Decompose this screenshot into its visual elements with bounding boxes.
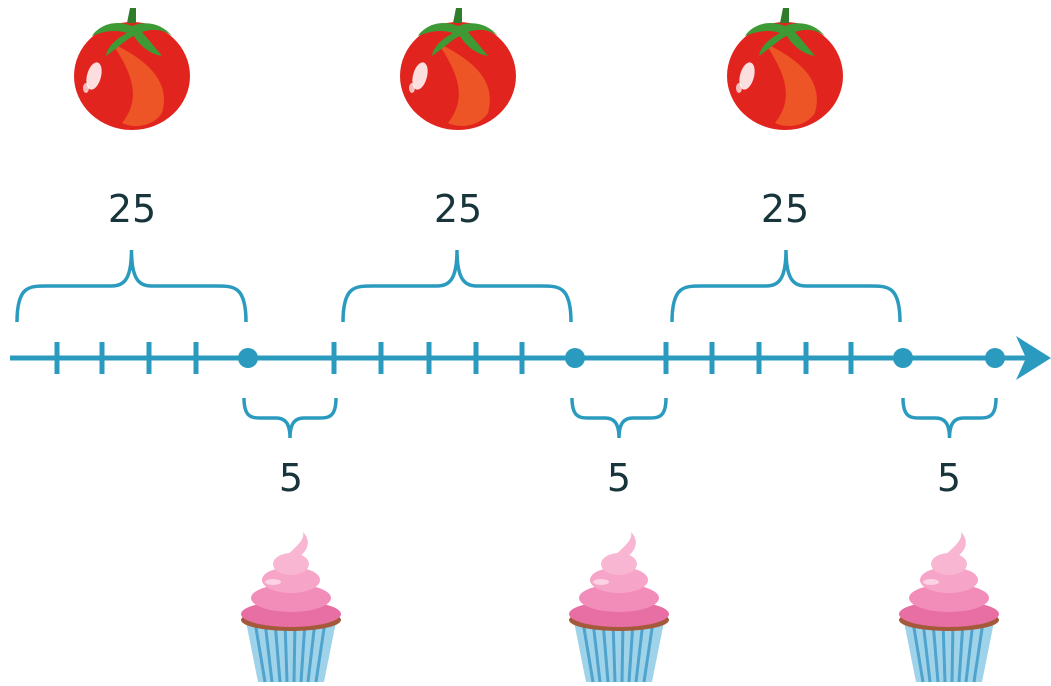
arrow-head-icon [1016,336,1051,380]
brace-down [242,397,338,439]
cupcake-group-label: 5 [279,456,303,500]
tomato-icon [74,8,190,130]
marker-dot [565,348,585,368]
marker-dot [238,348,258,368]
brace-down [901,397,998,439]
brace-up [15,249,248,323]
cupcake-icon [897,530,1001,684]
marker-dot [985,348,1005,368]
cupcake-group-label: 5 [607,456,631,500]
tomato-group-label: 25 [761,187,809,231]
brace-down [570,397,668,439]
cupcake-group-label: 5 [937,456,961,500]
brace-up [341,249,573,323]
tomato-group-label: 25 [434,187,482,231]
brace-up [670,249,902,323]
cupcake-icon [239,530,343,684]
marker-dot [893,348,913,368]
tomato-icon [400,8,516,130]
tomato-group-label: 25 [108,187,156,231]
cupcake-icon [567,530,671,684]
tomato-icon [727,8,843,130]
